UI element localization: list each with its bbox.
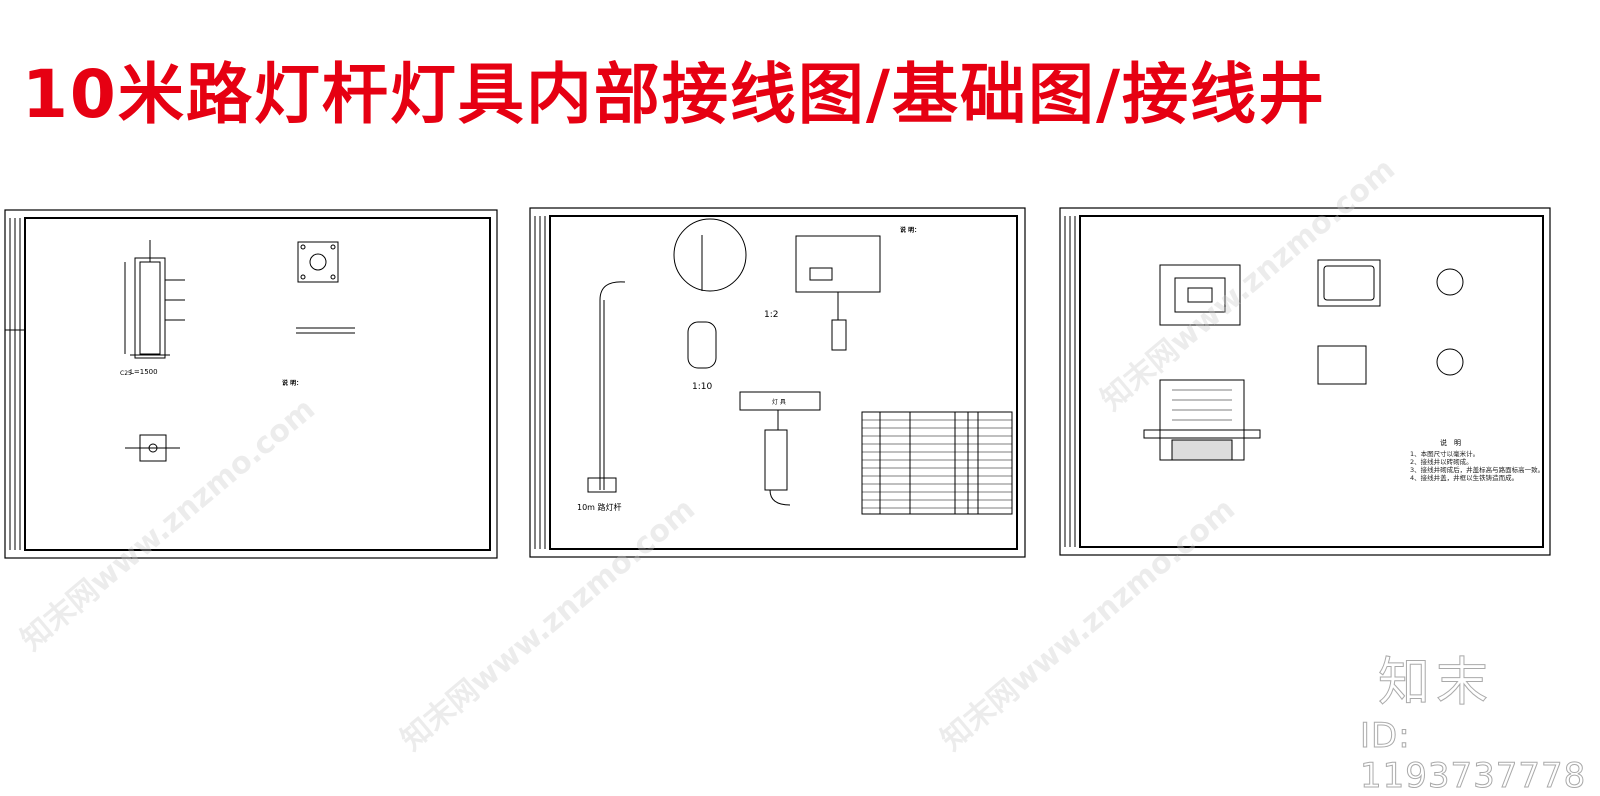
label-scale-lamp: 1:10 — [692, 382, 713, 392]
note-item: 1、本图尺寸以毫米计。 — [1410, 450, 1480, 458]
notes-heading-2: 说 明： — [900, 227, 921, 234]
label-lamp-box: 灯 具 — [772, 399, 786, 406]
page-title: 10米路灯杆灯具内部接线图/基础图/接线井 — [22, 56, 1327, 133]
note-item: 2、接线井以砖砌成。 — [1410, 458, 1473, 466]
panel-junction-well — [1059, 207, 1551, 556]
label-pole: 10m 路灯杆 — [577, 503, 622, 512]
notes-heading-1: 说 明： — [282, 380, 303, 387]
notes-list: 1、本图尺寸以毫米计。 2、接线井以砖砌成。 3、接线井砌成后，井盖标高与路面标… — [1410, 450, 1544, 482]
label-length: L=1500 — [130, 368, 158, 376]
panel-wiring — [529, 207, 1026, 558]
notes-heading-3: 说 明 — [1440, 439, 1461, 447]
label-scale-detail: 1:2 — [764, 310, 779, 320]
note-item: 3、接线井砌成后，井盖标高与路面标高一致。 — [1410, 466, 1545, 474]
watermark-id: ID: 1193737778 — [1360, 716, 1587, 796]
panel-foundation — [4, 209, 498, 559]
label-c25: C25 — [120, 370, 132, 377]
watermark-logo: 知末 — [1377, 653, 1495, 714]
note-item: 4、接线井盖，井框以生铁铸造而成。 — [1410, 474, 1519, 482]
